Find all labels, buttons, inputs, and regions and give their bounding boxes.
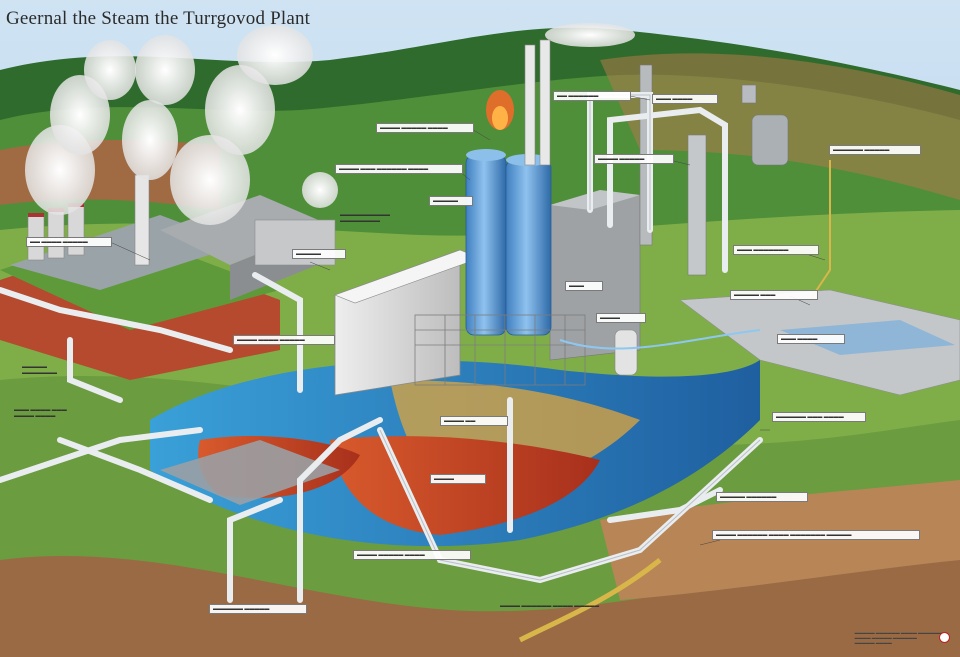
blue-line — [559, 329, 761, 350]
diagram-title: Geernal the Steam the Turrgovod Plant — [6, 8, 311, 29]
callout-label: ▬▬▬▬ — [596, 313, 646, 323]
side-note: ▬▬▬ ▬▬▬▬ ▬▬▬▬▬▬▬ ▬▬▬▬ — [14, 407, 67, 419]
flare-core — [492, 106, 508, 130]
callout-label: ▬▬▬▬ ▬▬▬▬▬ ▬▬▬▬ — [353, 550, 471, 560]
callout-label: ▬▬▬ ▬▬▬▬ — [777, 334, 845, 344]
callout-label: ▬▬▬ ▬▬▬▬ — [652, 94, 718, 104]
steam-plumes — [25, 23, 635, 225]
vent-stack — [539, 39, 551, 166]
silo — [465, 154, 507, 336]
callout-label: ▬▬▬ ▬▬▬▬▬▬▬ — [733, 245, 819, 255]
callout-label: ▬▬▬▬ ▬▬ — [440, 416, 508, 426]
callout-label: ▬▬▬▬▬ — [292, 249, 346, 259]
side-note: ▬▬▬▬▬▬▬▬▬▬▬▬ — [22, 364, 57, 376]
callout-label: ▬▬ ▬▬▬▬ ▬▬▬▬▬ — [26, 237, 112, 247]
wellhead-deck — [160, 440, 340, 505]
soil-front — [0, 550, 960, 657]
leader-lines — [109, 95, 826, 546]
callout-label: ▬▬▬▬▬ — [429, 196, 473, 206]
separator — [614, 329, 638, 376]
vent-stack — [524, 44, 536, 166]
tank — [751, 114, 789, 166]
callout-label: ▬▬▬▬▬▬ ▬▬▬▬▬ — [829, 145, 921, 155]
soil-front-right — [600, 480, 960, 600]
callout-label: ▬▬▬▬ ▬▬▬▬▬▬ ▬▬▬▬ ▬▬▬▬▬▬▬ ▬▬▬▬▬ — [712, 530, 920, 540]
gold-pipe — [518, 558, 662, 643]
callout-label: ▬▬ ▬▬▬▬▬▬ — [553, 91, 631, 101]
callout-label: ▬▬▬▬ ▬▬▬ ▬▬▬▬▬▬ ▬▬▬▬ — [335, 164, 463, 174]
process-building-roof — [160, 195, 330, 265]
stack — [47, 209, 65, 259]
callout-label: ▬▬▬▬ ▬▬▬▬▬ ▬▬▬▬ — [376, 123, 474, 133]
generator-roof — [550, 190, 640, 210]
footer-text: ▬▬▬▬▬ ▬▬▬▬▬▬ ▬▬▬▬ ▬▬▬▬▬▬▬▬▬▬▬ ▬▬▬▬▬ ▬▬▬▬… — [854, 630, 946, 645]
seal-icon — [939, 632, 950, 643]
callout-label: ▬▬▬▬ ▬▬▬▬▬ — [594, 154, 674, 164]
callout-label: ▬▬▬▬▬▬ ▬▬▬▬▬ — [209, 604, 307, 614]
callout-label: ▬▬▬▬▬ ▬▬▬ — [730, 290, 818, 300]
callout-label: ▬▬▬ — [565, 281, 603, 291]
callout-label: ▬▬▬▬ — [430, 474, 486, 484]
chimney — [134, 174, 150, 266]
callout-label: ▬▬▬▬▬ ▬▬▬▬▬▬ — [716, 492, 808, 502]
side-note: ▬▬▬▬ ▬▬▬▬▬▬ ▬▬▬▬ ▬▬▬▬▬ — [500, 603, 600, 609]
silo-cap — [466, 149, 506, 161]
silo — [505, 159, 552, 336]
callout-label: ▬▬▬▬ ▬▬▬▬ ▬▬▬▬▬ — [233, 335, 335, 345]
side-note: ▬▬▬▬▬▬▬▬▬▬▬▬▬▬▬▬▬▬ — [340, 212, 390, 224]
callout-label: ▬▬▬▬▬▬ ▬▬▬ ▬▬▬▬ — [772, 412, 866, 422]
cooling-pond — [780, 320, 955, 355]
steel-frame — [414, 314, 586, 386]
stack-band — [28, 213, 44, 217]
small-tank — [741, 84, 757, 104]
tower — [687, 134, 707, 276]
